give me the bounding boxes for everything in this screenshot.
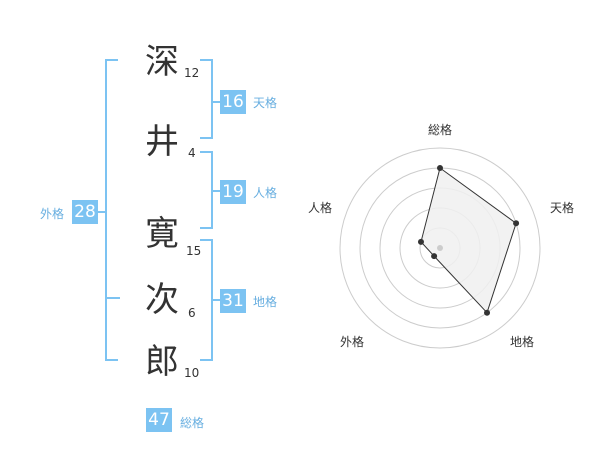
stroke-count-4: 6 xyxy=(188,306,196,320)
radar-polygon xyxy=(420,167,517,314)
radar-axis-label-tenkaku: 天格 xyxy=(550,201,575,215)
gaikaku-value: 28 xyxy=(72,200,98,224)
name-char-1: 深 xyxy=(145,42,179,82)
radar-axis-label-soukaku: 総格 xyxy=(428,123,453,137)
tenkaku-value: 16 xyxy=(220,90,246,114)
radar-axis-label-jinkaku: 人格 xyxy=(308,201,333,215)
gaikaku-label: 外格 xyxy=(40,207,65,221)
chikaku-value: 31 xyxy=(220,289,246,313)
stroke-count-5: 10 xyxy=(184,366,200,380)
radar-point-1 xyxy=(437,165,443,171)
jinkaku-label: 人格 xyxy=(253,186,278,200)
radar-point-2 xyxy=(513,220,520,227)
stroke-count-3: 15 xyxy=(186,244,202,258)
radar-grid-ring xyxy=(339,147,541,349)
name-char-2: 井 xyxy=(145,122,179,162)
radar-point-3 xyxy=(484,309,491,316)
radar-axis-label-chikaku: 地格 xyxy=(510,335,535,349)
name-char-5: 郎 xyxy=(145,342,179,382)
chikaku-label: 地格 xyxy=(253,295,278,309)
radar-point-4 xyxy=(431,253,438,260)
radar-center-dot xyxy=(437,245,443,251)
name-char-3: 寛 xyxy=(145,214,179,254)
radar-axis-label-gaikaku: 外格 xyxy=(340,335,365,349)
radar-point-5 xyxy=(417,238,424,245)
tenkaku-label: 天格 xyxy=(253,96,278,110)
jinkaku-value: 19 xyxy=(220,180,246,204)
stroke-count-2: 4 xyxy=(188,146,196,160)
name-char-4: 次 xyxy=(145,280,179,320)
soukaku-value: 47 xyxy=(146,408,172,432)
soukaku-label: 総格 xyxy=(180,416,205,430)
stroke-count-1: 12 xyxy=(184,66,200,80)
